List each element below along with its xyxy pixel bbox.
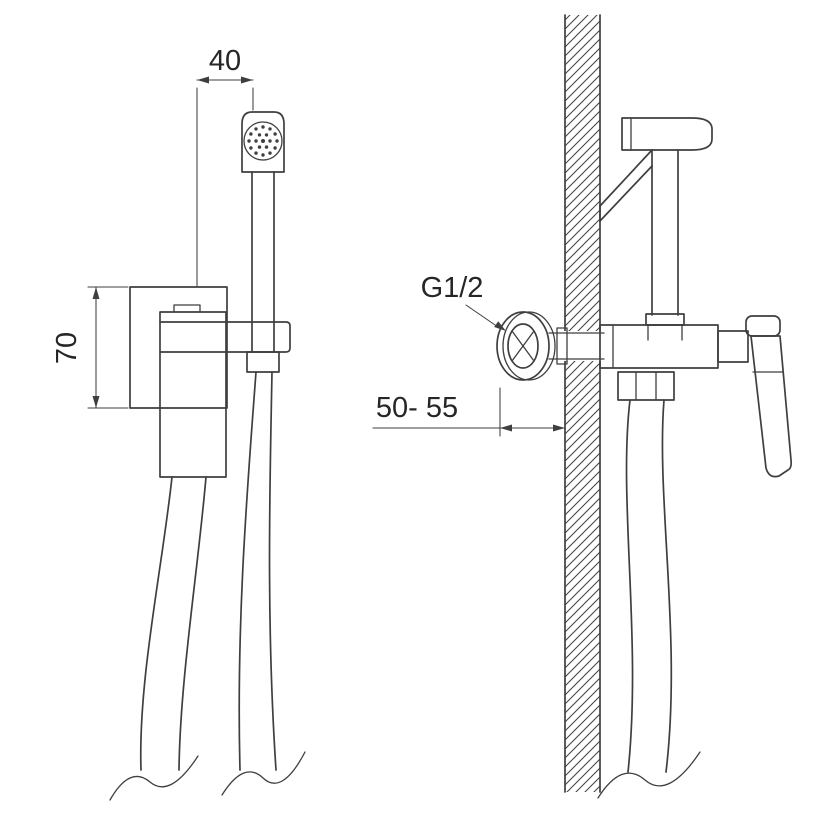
mixer-body-front (159, 304, 227, 478)
dimension-40: 40 (196, 45, 254, 287)
sprayer-side (599, 117, 713, 316)
hose-front-right (221, 371, 306, 796)
mixer-body-side (599, 313, 749, 369)
sprayer-head-side (621, 117, 713, 151)
hose-front-left (109, 476, 207, 801)
break-line-front-right (221, 751, 306, 796)
dimension-70: 70 (51, 286, 129, 409)
leader-arrow (494, 321, 506, 331)
hose-nut (617, 371, 675, 401)
sprayer-head-front (241, 111, 285, 173)
lever-handle (745, 315, 793, 478)
leader-line (465, 304, 499, 328)
holder-hook (599, 149, 653, 222)
height-dim-label: 70 (51, 332, 83, 364)
break-line-front-left (109, 755, 199, 801)
side-view: G1/2 (372, 14, 793, 799)
thread-label: G1/2 (421, 272, 484, 304)
width-dim-label: 40 (209, 45, 241, 77)
depth-dim-label: 50- 55 (376, 392, 458, 424)
valve-wheel (496, 311, 556, 381)
sprayer-front (241, 111, 285, 373)
thread-callout: G1/2 (421, 272, 506, 331)
handle-socket (645, 313, 685, 326)
mounting-plate (129, 286, 228, 409)
break-line-side (597, 751, 701, 799)
hose-side (597, 399, 701, 799)
inlet-pipe (548, 327, 605, 365)
handle-connector-nut (246, 351, 280, 373)
wall-hatch (565, 15, 600, 792)
spray-face (243, 121, 283, 161)
cartridge (717, 330, 749, 363)
dimension-50-55: 50- 55 (372, 387, 566, 437)
holder-arm (159, 321, 291, 353)
wall (564, 14, 601, 793)
front-view: 40 70 (51, 45, 306, 801)
